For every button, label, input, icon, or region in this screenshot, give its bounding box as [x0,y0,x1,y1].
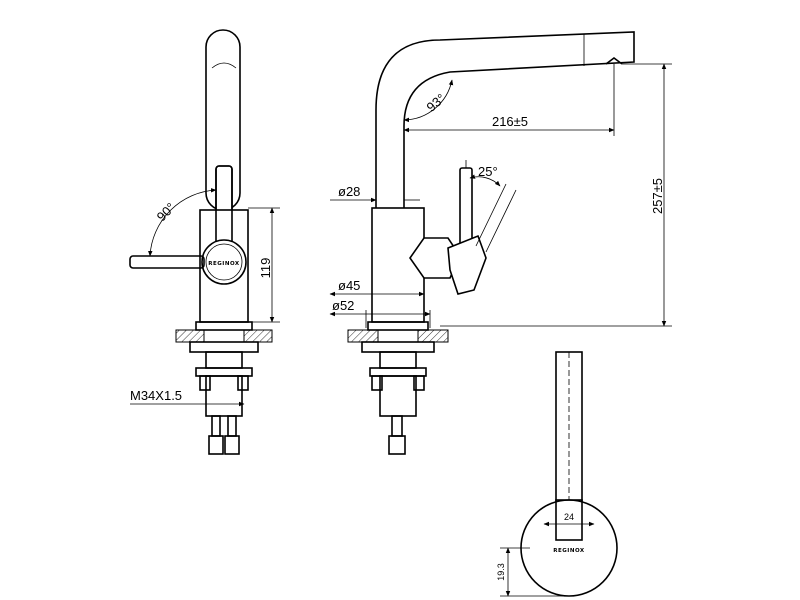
front-shank [205,351,243,369]
front-mount-right [243,329,273,343]
dim-handle-top-diameter: 24 [564,512,574,522]
side-mount-right [417,329,449,343]
front-stud-right [237,375,249,391]
dim-total-height: 257±5 [650,178,665,214]
side-hose-fitting [388,435,406,455]
side-stud-left [371,375,383,391]
side-thread [379,375,417,417]
side-tilt-arc [469,174,501,187]
front-hose-fitting-right [224,435,240,455]
front-handle-rotated [129,255,205,269]
detail-brand-logo: REGINOX [553,548,585,554]
dim-spout-diameter: ø28 [338,184,360,199]
front-handle-disc-inner [205,243,243,281]
dim-handle-top-offset: 19.3 [496,563,506,581]
front-nut-plate [195,367,253,377]
detail-handle-neck [555,499,583,541]
front-brand-logo: REGINOX [208,261,240,267]
front-thread [205,375,243,417]
front-angle-arc [148,188,217,257]
side-hose [391,415,403,437]
side-aerator [605,57,623,65]
side-stud-right [413,375,425,391]
side-shank [379,351,417,369]
handle-detail-view: 24 REGINOX 19.3 [496,351,618,597]
side-washer [361,341,435,353]
side-mount-left [347,329,379,343]
side-angle-arc [403,79,454,123]
side-handle-tilt-a [475,183,507,247]
front-hose-right [227,415,237,437]
side-view: 93° 216±5 257±5 25° ø28 ø45 ø52 [329,31,672,455]
dim-handle-swing-angle: 90° [154,200,179,225]
front-base-ring [195,321,253,331]
dim-base-diameter: ø52 [332,298,354,313]
side-nut-plate [369,367,427,377]
side-base-ring [367,321,429,331]
front-mount-left [175,329,205,343]
front-hose-left [211,415,221,437]
dim-spout-reach: 216±5 [492,114,528,129]
side-handle-base [447,234,487,295]
front-spout-aerator [211,62,237,69]
front-hose-fitting-left [208,435,224,455]
dim-spout-swivel-angle: 93° [424,91,449,115]
front-view: REGINOX 90° 119 M34X1.5 [129,29,280,455]
side-handle-tilt-b [485,189,517,253]
dim-body-diameter: ø45 [338,278,360,293]
front-stud-left [199,375,211,391]
dim-thread-spec: M34X1.5 [130,388,182,403]
dim-body-height: 119 [258,258,273,279]
front-washer [189,341,259,353]
dim-handle-tilt-angle: 25° [478,164,498,179]
